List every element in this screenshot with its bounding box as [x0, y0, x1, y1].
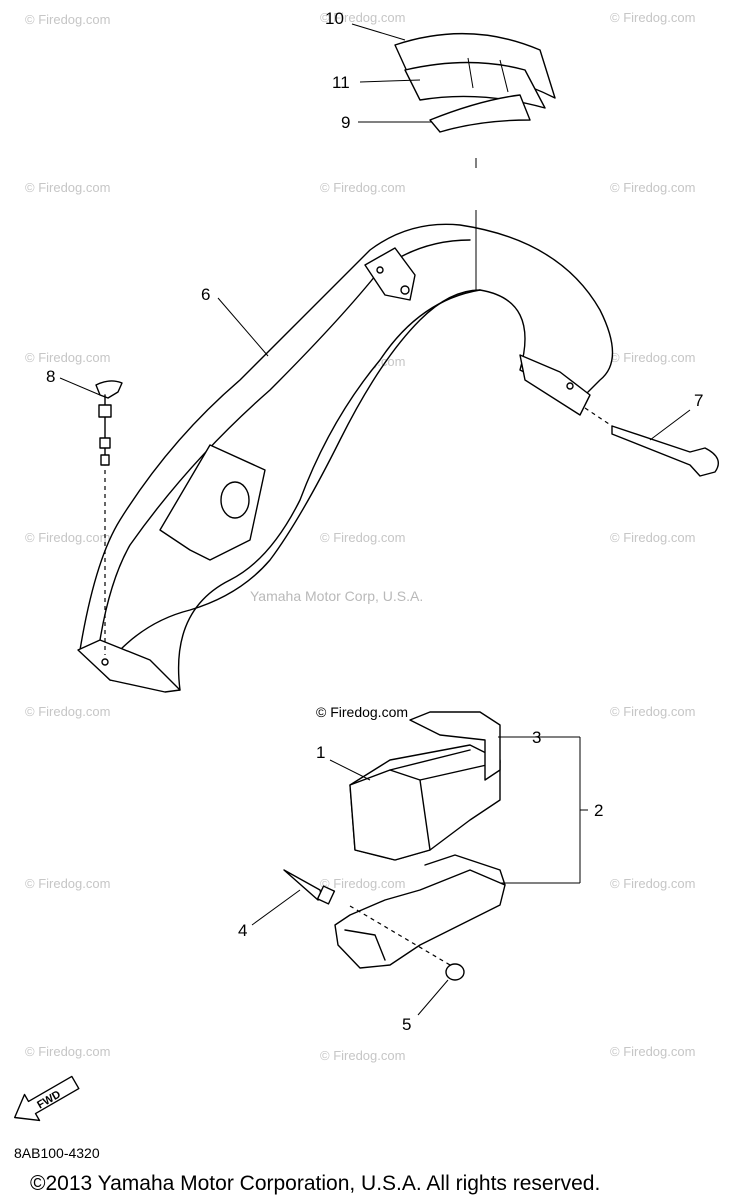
callout-4: 4 — [238, 921, 247, 940]
part-9-shape — [429, 94, 531, 133]
fwd-label: FWD — [35, 1088, 63, 1111]
part-3-band — [409, 711, 501, 781]
watermark: © Firedog.com — [610, 350, 695, 365]
watermark-center: Yamaha Motor Corp, U.S.A. — [250, 588, 423, 604]
copyright-notice: ©2013 Yamaha Motor Corporation, U.S.A. A… — [30, 1172, 600, 1195]
watermark: © Firedog.com — [610, 180, 695, 195]
battery-front-face — [349, 769, 431, 861]
part-4-screw — [283, 869, 336, 905]
callout-10: 10 — [325, 9, 344, 28]
part-7-bolt — [584, 407, 719, 477]
watermark: © Firedog.com — [610, 530, 695, 545]
emblem-plates — [394, 32, 556, 133]
watermark: © Firedog.com — [610, 876, 695, 891]
watermark: © Firedog.com — [25, 876, 110, 891]
fender-mount-rear — [519, 354, 591, 416]
callout-numbers: 10 11 9 6 8 7 1 3 2 4 5 — [46, 9, 703, 1034]
part-11-shape — [404, 61, 546, 109]
watermark: © Firedog.com — [320, 180, 405, 195]
watermark: © Firedog.com — [25, 350, 110, 365]
battery-assembly — [334, 711, 506, 969]
leader-lines — [59, 23, 691, 1016]
watermark: © Firedog.com — [610, 10, 695, 25]
watermark: © Firedog.com — [25, 1044, 110, 1059]
watermark: © Firedog.com — [25, 530, 110, 545]
callout-2: 2 — [594, 801, 603, 820]
fender-body — [79, 223, 614, 691]
watermark-dark: © Firedog.com — [316, 704, 408, 720]
diagram-code: 8AB100-4320 — [14, 1145, 100, 1161]
callout-8: 8 — [46, 367, 55, 386]
callout-5: 5 — [402, 1015, 411, 1034]
callout-6: 6 — [201, 285, 210, 304]
callout-11: 11 — [332, 73, 350, 92]
callout-1: 1 — [316, 743, 325, 762]
fender-crease — [119, 289, 481, 651]
fender-center-bracket — [159, 444, 266, 561]
watermark: © Firedog.com — [25, 704, 110, 719]
callout-7: 7 — [694, 391, 703, 410]
watermark-grid: © Firedog.com © Firedog.com © Firedog.co… — [25, 10, 695, 1063]
part-8-bolt — [95, 380, 123, 655]
watermark: © Firedog.com — [320, 876, 405, 891]
rear-fender — [77, 158, 614, 693]
callout-9: 9 — [341, 113, 350, 132]
watermark: © Firedog.com — [610, 704, 695, 719]
watermark: © Firedog.com — [610, 1044, 695, 1059]
callout-3: 3 — [532, 728, 541, 747]
watermark: © Firedog.com — [320, 10, 405, 25]
watermark: © Firedog.com — [320, 530, 405, 545]
watermark: © Firedog.com — [320, 1048, 405, 1063]
fender-front-lip — [77, 639, 181, 693]
watermark: © Firedog.com — [25, 180, 110, 195]
part-2-tray — [334, 869, 506, 969]
watermark: © Firedog.com — [25, 12, 110, 27]
part-5-nut — [445, 963, 465, 981]
forward-arrow-icon: FWD — [13, 1075, 80, 1122]
